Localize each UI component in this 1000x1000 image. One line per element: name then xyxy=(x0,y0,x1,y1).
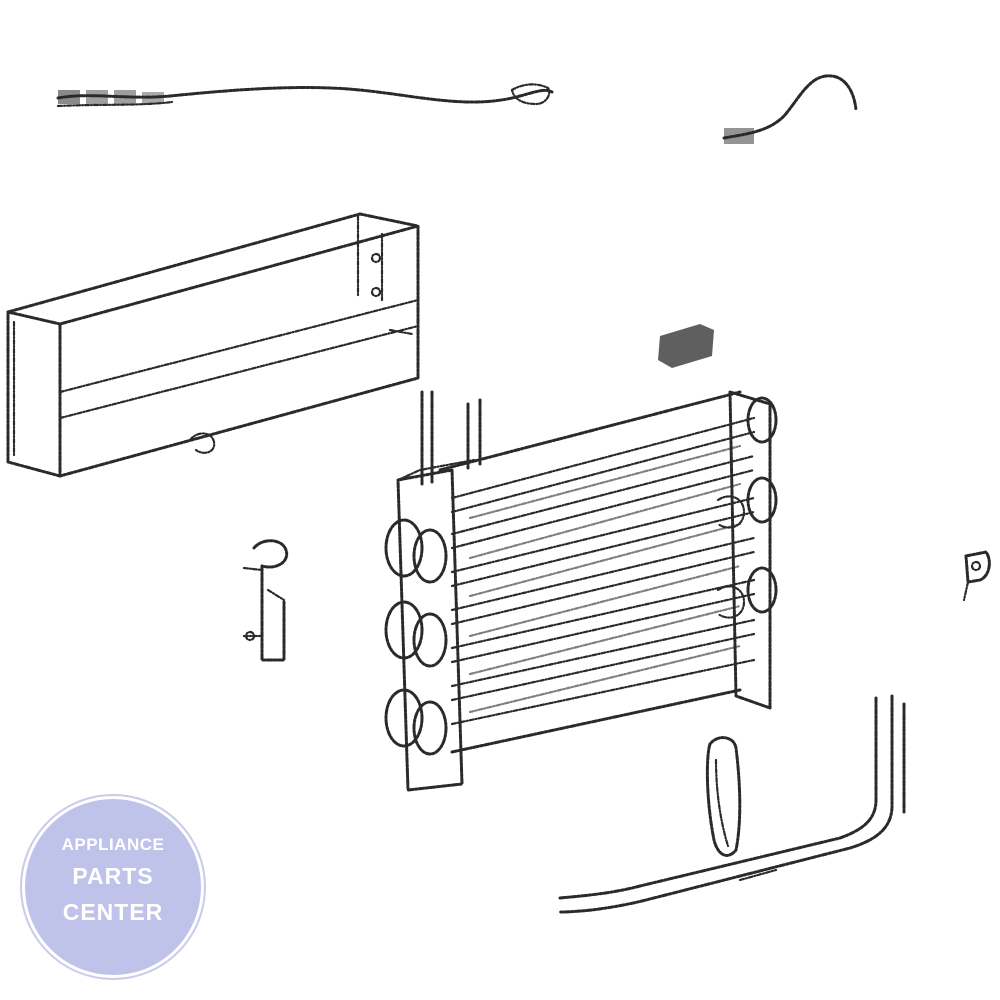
mounting-bracket xyxy=(242,539,289,662)
watermark-line-3: CENTER xyxy=(62,899,164,925)
foam-block xyxy=(658,324,714,368)
watermark-line-1: APPLIANCE xyxy=(61,835,165,854)
wire-harness-short xyxy=(722,74,858,144)
drain-tube xyxy=(558,694,906,914)
evaporator-cover-tray xyxy=(6,212,420,478)
retainer-clip xyxy=(962,550,991,602)
wire-harness-long xyxy=(56,83,554,108)
appliance-parts-center-watermark: APPLIANCE PARTS CENTER xyxy=(22,796,204,978)
watermark-line-2: PARTS xyxy=(72,863,154,889)
evaporator-coil xyxy=(384,390,778,792)
